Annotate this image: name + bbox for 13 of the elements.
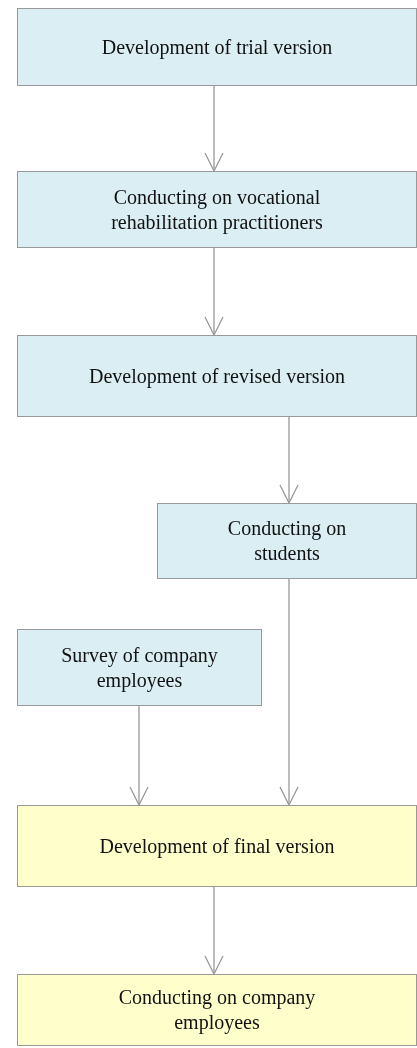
- arrow: [279, 416, 299, 504]
- process-box: Survey of company employees: [17, 629, 262, 706]
- arrow: [204, 85, 224, 172]
- process-box: Development of trial version: [17, 8, 417, 86]
- arrow: [129, 705, 149, 806]
- process-box: Development of revised version: [17, 335, 417, 417]
- arrow: [204, 247, 224, 336]
- process-box: Conducting on students: [157, 503, 417, 579]
- process-box: Conducting on company employees: [17, 974, 417, 1046]
- process-box: Development of final version: [17, 805, 417, 887]
- arrow: [204, 886, 224, 975]
- process-box: Conducting on vocational rehabilitation practitioners: [17, 171, 417, 248]
- arrow: [279, 578, 299, 806]
